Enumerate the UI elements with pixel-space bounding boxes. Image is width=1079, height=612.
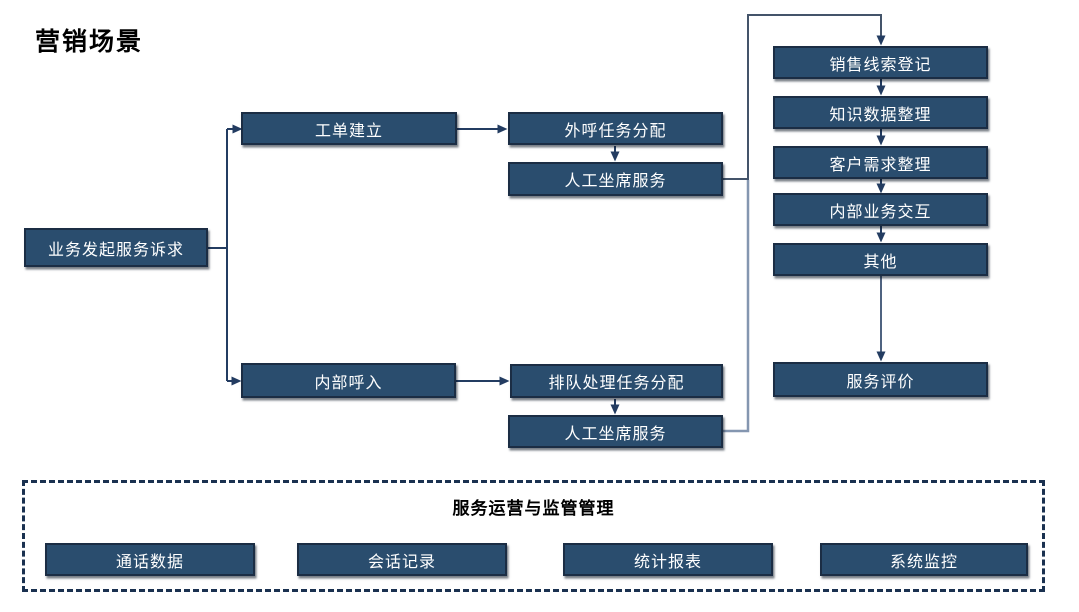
node-agent-service-top: 人工坐席服务 [508, 162, 723, 196]
page-title: 营销场景 [35, 28, 144, 56]
node-agent-service-bottom: 人工坐席服务 [508, 415, 723, 448]
node-knowledge-data-organizing: 知识数据整理 [773, 96, 988, 129]
node-system-monitoring: 系统监控 [820, 543, 1028, 576]
node-other: 其他 [773, 243, 988, 276]
node-internal-call-in: 内部呼入 [241, 363, 456, 398]
node-service-evaluation: 服务评价 [773, 362, 988, 397]
node-session-records: 会话记录 [297, 543, 507, 576]
node-ticket-creation: 工单建立 [241, 112, 457, 145]
node-call-data: 通话数据 [45, 543, 255, 576]
node-queue-task-assignment: 排队处理任务分配 [510, 364, 723, 398]
node-sales-lead-registration: 销售线索登记 [773, 46, 988, 79]
operations-panel [22, 480, 1045, 592]
connector-agent-bottom-trunk [723, 180, 750, 433]
node-customer-needs-organizing: 客户需求整理 [773, 146, 988, 179]
node-statistical-reports: 统计报表 [563, 543, 773, 576]
node-outbound-task-assignment: 外呼任务分配 [508, 112, 723, 145]
node-internal-business-interaction: 内部业务交互 [773, 193, 988, 226]
node-service-request: 业务发起服务诉求 [24, 228, 208, 267]
operations-panel-title: 服务运营与监管管理 [452, 499, 615, 518]
